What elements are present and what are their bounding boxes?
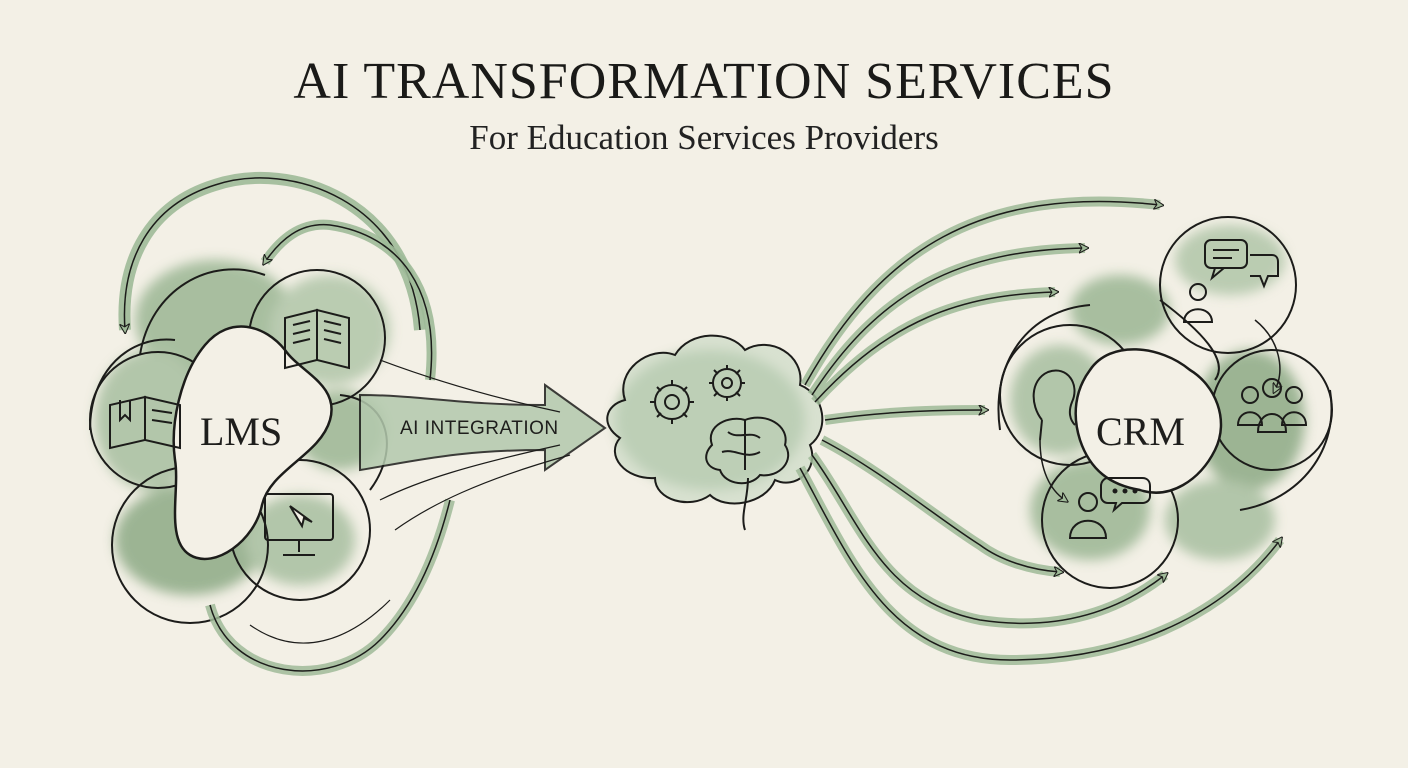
page-subtitle: For Education Services Providers [469,118,939,157]
book-with-bookmark-icon [109,395,181,450]
lms-label: LMS [200,409,283,454]
open-book-icon [284,308,350,370]
gear-icon [650,380,694,424]
person-profile-icon [1032,369,1076,441]
person-speech-bubble-icon [1068,477,1151,539]
ai-core-cloud [606,334,824,505]
gear-icon [709,365,745,401]
crm-label: CRM [1096,409,1185,454]
computer-monitor-cursor-icon [264,493,334,556]
page-title: AI TRANSFORMATION SERVICES [293,53,1115,110]
group-people-icon [1236,378,1308,433]
ai-core [606,334,824,531]
crm-inner-blob [1074,348,1223,494]
brain-icon [705,416,790,531]
ai-integration-arrow [359,359,607,531]
chat-bubbles-person-icon [1182,239,1279,323]
fan-out-arrows [795,196,1284,666]
crm-cluster [997,216,1333,589]
ai-integration-label: AI INTEGRATION [400,418,559,439]
